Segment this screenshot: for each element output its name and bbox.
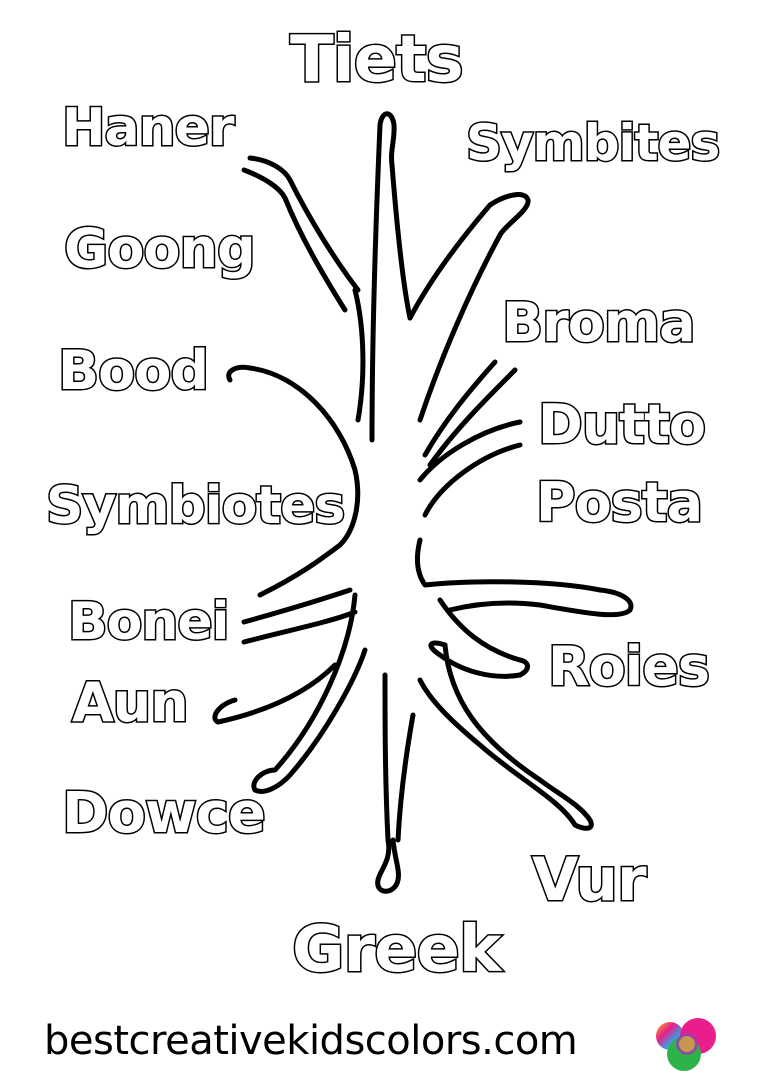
- trunk-bottom-right: [395, 712, 416, 843]
- trunk-left: [352, 287, 366, 423]
- label-goong: Goong: [63, 217, 258, 280]
- label-greek: Greek: [290, 913, 502, 987]
- branch-bood: [226, 364, 361, 598]
- branch-bonei: [241, 587, 353, 625]
- label-dutto: Dutto: [537, 393, 708, 456]
- branch-broma: [422, 359, 498, 458]
- label-tiets: Tiets: [289, 23, 466, 97]
- branch-dutto-b: [422, 442, 523, 518]
- branch-top: [369, 111, 413, 443]
- label-vur: Vur: [531, 845, 649, 915]
- label-symbiotes: Symbiotes: [44, 476, 346, 536]
- branch-aun: [212, 662, 338, 725]
- label-broma: Broma: [501, 291, 698, 354]
- label-bood: Bood: [56, 339, 210, 402]
- branch-dutto: [417, 419, 523, 483]
- branch-roies: [437, 597, 530, 678]
- branch-vur: [417, 642, 594, 831]
- branch-bonei-b: [241, 609, 358, 645]
- branch-roies-b: [428, 640, 523, 679]
- brand-logo-icon: [656, 1018, 716, 1071]
- trunk-bottom-left: [375, 672, 401, 894]
- branch-dowce: [251, 592, 368, 794]
- branch-symbites: [407, 192, 531, 423]
- label-dowce: Dowce: [61, 781, 268, 846]
- branch-broma-b: [427, 367, 518, 468]
- website-url[interactable]: bestcreativekidscolors.com: [44, 1018, 578, 1064]
- label-symbites: Symbites: [464, 114, 721, 172]
- branch-haner: [247, 155, 361, 293]
- trunk-right: [415, 537, 634, 618]
- label-roies: Roies: [547, 635, 712, 698]
- branch-haner-b: [241, 167, 348, 313]
- label-aun: Aun: [71, 671, 191, 734]
- label-haner: Haner: [61, 98, 237, 158]
- label-bonei: Bonei: [66, 592, 230, 652]
- label-posta: Posta: [534, 471, 704, 534]
